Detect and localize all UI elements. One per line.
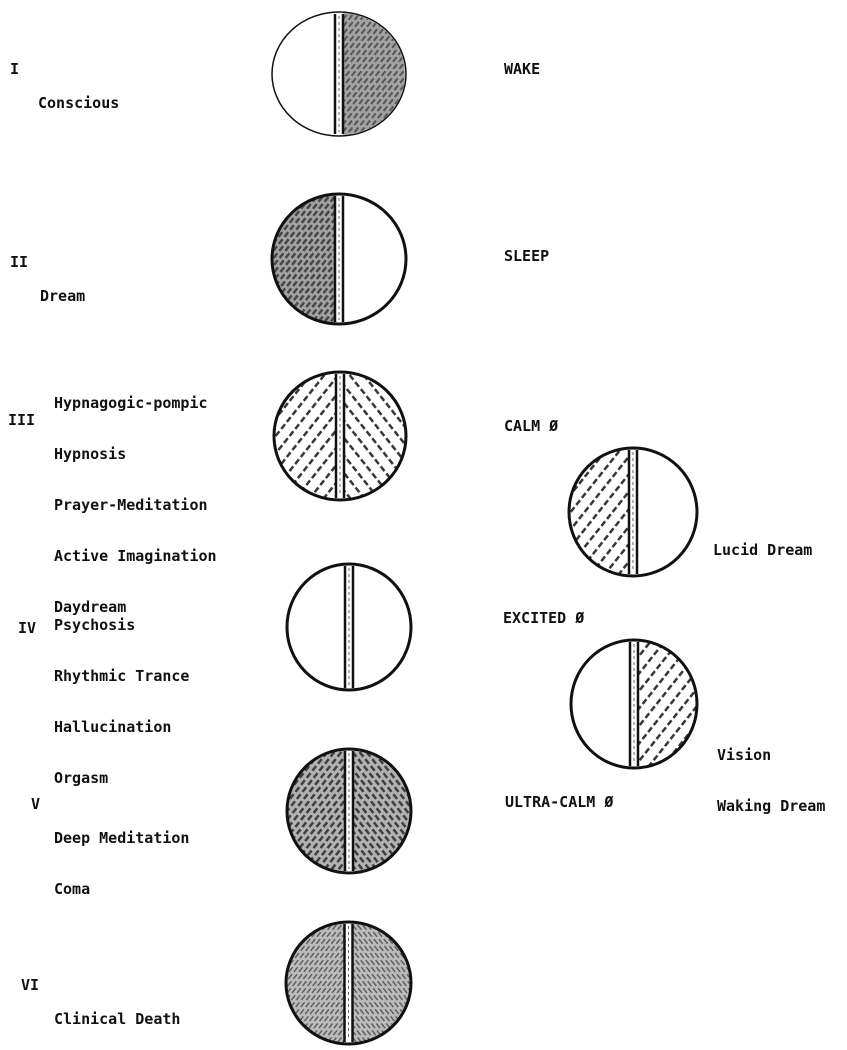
label-line: Lucid Dream (713, 542, 812, 559)
hemisphere-diagram-vi (282, 918, 415, 1048)
label-line: Coma (54, 881, 189, 898)
state-excited: EXCITED Ø (503, 610, 584, 627)
label-line: Waking Dream (717, 798, 825, 815)
label-line: Rhythmic Trance (54, 668, 189, 685)
hatch-shading (152, 918, 646, 1048)
hemisphere-diagram-v (283, 745, 415, 877)
labels-vision: Vision Waking Dream (717, 713, 825, 832)
label-line: Prayer-Meditation (54, 497, 217, 514)
labels-iv: Psychosis Rhythmic Trance Hallucination … (54, 583, 189, 804)
hemisphere-diagram-lucid-dream (565, 444, 701, 580)
label-line: Dream (40, 288, 85, 305)
numeral-i: I (10, 61, 19, 78)
label-clinical-death: Clinical Death (54, 977, 180, 1045)
numeral-iii: III (8, 412, 35, 429)
hemisphere-diagram-vision (567, 636, 701, 772)
label-line: Hallucination (54, 719, 189, 736)
hemisphere-diagram-iv (283, 560, 415, 694)
hemisphere-diagram-iii (270, 368, 410, 504)
state-calm: CALM Ø (504, 418, 558, 435)
state-wake: WAKE (504, 61, 540, 78)
numeral-vi: VI (21, 977, 39, 994)
hemisphere-diagram-i (268, 8, 410, 140)
state-ultra-calm: ULTRA-CALM Ø (505, 794, 613, 811)
label-line: Psychosis (54, 617, 189, 634)
hemisphere-diagram-ii (268, 190, 410, 328)
label-line: Hypnagogic-pompic (54, 395, 217, 412)
label-line: Clinical Death (54, 1011, 180, 1028)
numeral-iv: IV (18, 620, 36, 637)
label-line: Orgasm (54, 770, 189, 787)
numeral-v: V (31, 796, 40, 813)
numeral-ii: II (10, 254, 28, 271)
label-lucid-dream: Lucid Dream (713, 508, 812, 576)
label-conscious: Conscious (38, 61, 119, 129)
labels-v: Deep Meditation Coma (54, 796, 189, 915)
label-line: Deep Meditation (54, 830, 189, 847)
label-dream: Dream (40, 254, 85, 322)
label-line: Vision (717, 747, 825, 764)
label-line: Active Imagination (54, 548, 217, 565)
label-line: Hypnosis (54, 446, 217, 463)
state-sleep: SLEEP (504, 248, 549, 265)
label-line: Conscious (38, 95, 119, 112)
